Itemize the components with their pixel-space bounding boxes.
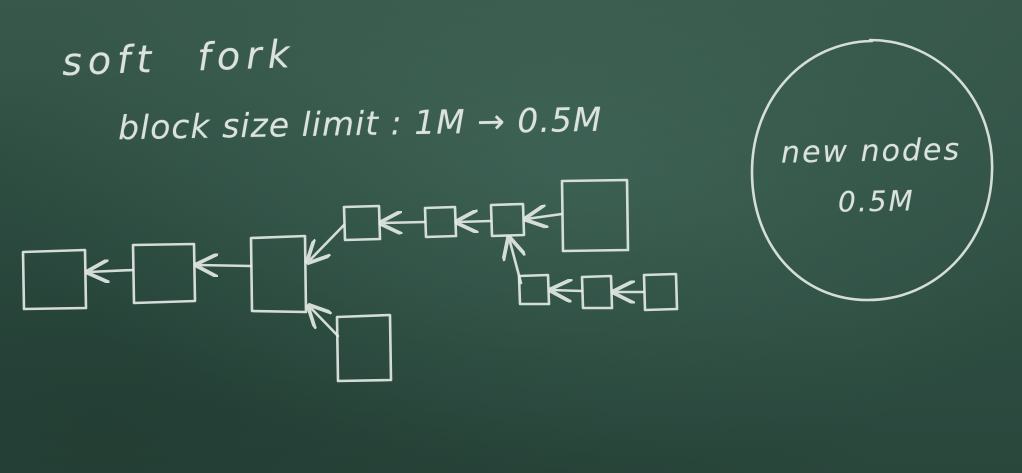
new-nodes-circle xyxy=(750,38,994,302)
upper-branch-block-3 xyxy=(489,202,526,238)
arrow-lower1-to-upper3 xyxy=(509,238,521,285)
arrow-upper1-to-block3 xyxy=(308,223,346,262)
arrow-upper3-to-upper2 xyxy=(457,221,493,222)
block-3-fork-point xyxy=(249,234,308,314)
lower-branch-block-3 xyxy=(642,272,679,312)
upper-branch-block-2 xyxy=(423,205,458,239)
orphan-block xyxy=(335,313,393,383)
new-nodes-limit-label: 0.5M xyxy=(837,184,915,219)
arrow-upper2-to-upper1 xyxy=(381,222,427,223)
upper-branch-block-1 xyxy=(342,204,382,242)
block-2 xyxy=(131,242,197,305)
new-nodes-label: new nodes xyxy=(780,132,962,171)
lower-branch-block-1 xyxy=(517,273,551,306)
lower-branch-block-2 xyxy=(580,274,614,310)
arrow-large-to-upper3 xyxy=(526,214,564,219)
arrow-orphan-to-block3 xyxy=(309,306,340,338)
block-1 xyxy=(21,248,88,311)
arrow-block3-to-block2 xyxy=(197,265,253,266)
arrow-block2-to-block1 xyxy=(88,270,135,272)
arrow-lower2-to-lower1 xyxy=(551,290,584,291)
large-block xyxy=(560,178,630,253)
